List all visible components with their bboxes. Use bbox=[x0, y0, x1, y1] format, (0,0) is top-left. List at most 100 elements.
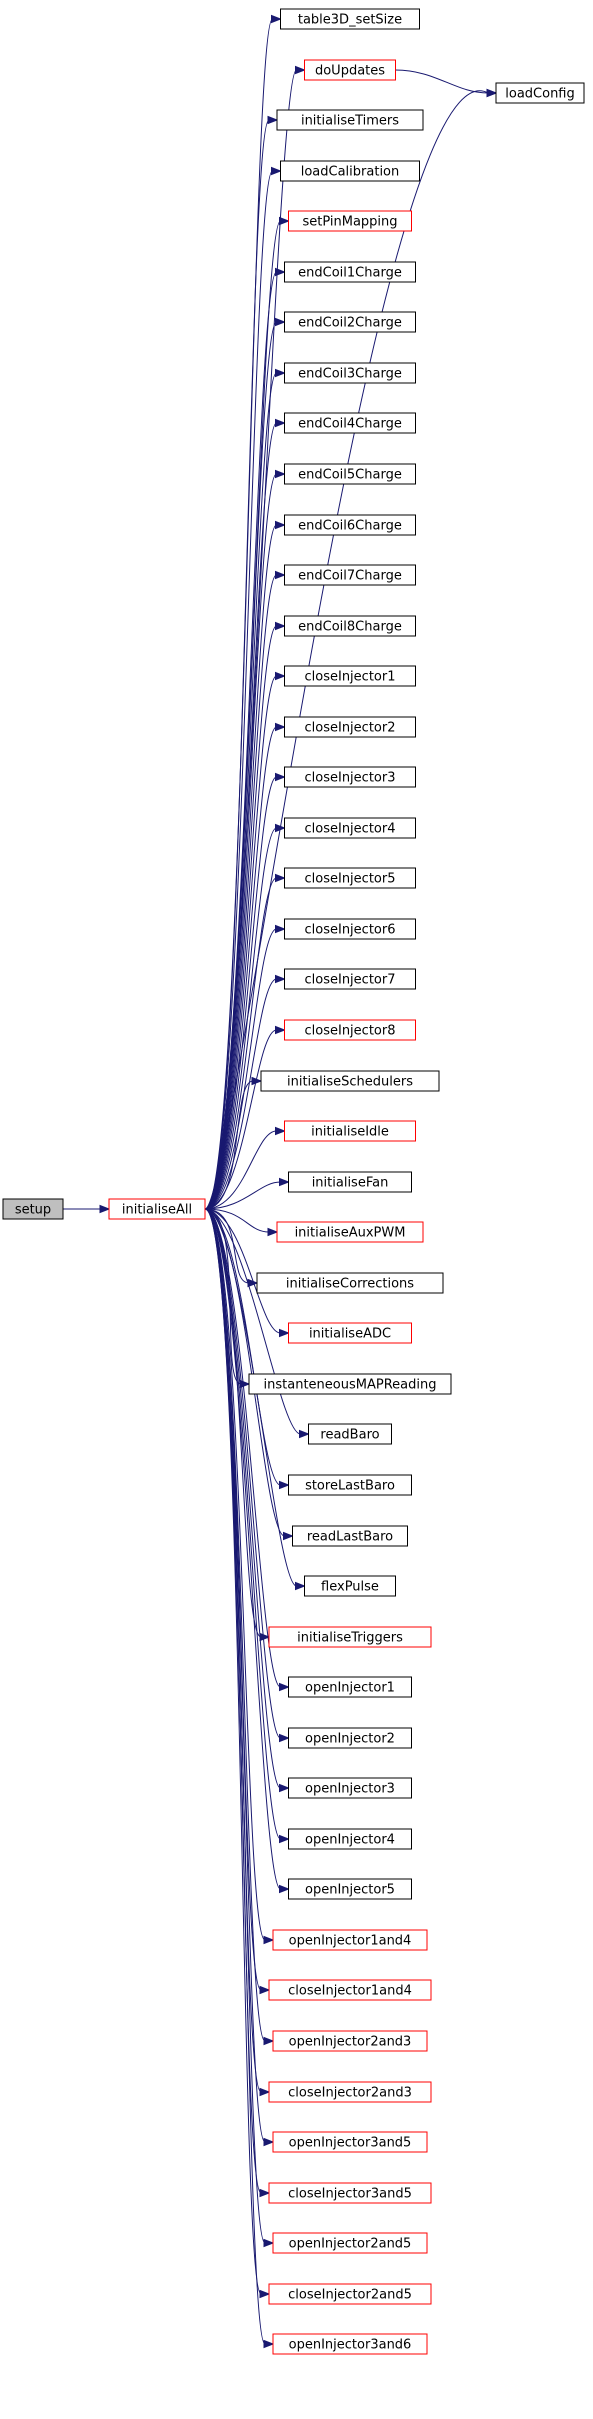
node-initialiseIdle[interactable]: initialiseIdle bbox=[284, 1120, 416, 1142]
node-initialiseCorrections[interactable]: initialiseCorrections bbox=[256, 1272, 444, 1294]
edge-initialiseAll-to-openInjector3 bbox=[204, 1208, 290, 1793]
node-initialiseFan[interactable]: initialiseFan bbox=[288, 1171, 412, 1193]
node-box-table3D_setSize bbox=[280, 8, 420, 30]
node-box-closeInjector2and3 bbox=[268, 2081, 432, 2103]
node-openInjector4[interactable]: openInjector4 bbox=[288, 1828, 412, 1850]
node-label-closeInjector5: closeInjector5 bbox=[305, 872, 396, 887]
node-setPinMapping[interactable]: setPinMapping bbox=[288, 210, 412, 232]
node-label-openInjector2and5: openInjector2and5 bbox=[289, 2237, 412, 2252]
node-box-openInjector2 bbox=[288, 1727, 412, 1749]
node-closeInjector1[interactable]: closeInjector1 bbox=[284, 665, 416, 687]
node-closeInjector3and5[interactable]: closeInjector3and5 bbox=[268, 2182, 432, 2204]
edge-initialiseAll-to-openInjector4 bbox=[204, 1208, 290, 1844]
edge-initialiseAll-to-closeInjector8 bbox=[204, 1025, 286, 1210]
node-instanteneousMAPReading[interactable]: instanteneousMAPReading bbox=[248, 1373, 452, 1395]
node-closeInjector2and5[interactable]: closeInjector2and5 bbox=[268, 2283, 432, 2305]
node-box-openInjector2and3 bbox=[272, 2030, 428, 2052]
node-flexPulse[interactable]: flexPulse bbox=[304, 1575, 396, 1597]
edge-initialiseAll-to-closeInjector3 bbox=[204, 772, 286, 1210]
node-label-closeInjector6: closeInjector6 bbox=[305, 923, 396, 938]
edge-initialiseAll-to-closeInjector4 bbox=[204, 823, 286, 1210]
node-label-closeInjector1: closeInjector1 bbox=[305, 670, 396, 685]
node-closeInjector2and3[interactable]: closeInjector2and3 bbox=[268, 2081, 432, 2103]
node-label-setup: setup bbox=[15, 1203, 51, 1218]
node-label-endCoil8Charge: endCoil8Charge bbox=[298, 620, 402, 635]
node-initialiseADC[interactable]: initialiseADC bbox=[288, 1322, 412, 1344]
node-endCoil2Charge[interactable]: endCoil2Charge bbox=[284, 311, 416, 333]
node-openInjector3and6[interactable]: openInjector3and6 bbox=[272, 2333, 428, 2355]
edge-initialiseAll-to-initialiseIdle bbox=[204, 1126, 286, 1210]
node-setup[interactable]: setup bbox=[2, 1198, 64, 1220]
node-box-endCoil7Charge bbox=[284, 564, 416, 586]
node-box-setPinMapping bbox=[288, 210, 412, 232]
node-box-closeInjector4 bbox=[284, 817, 416, 839]
node-endCoil8Charge[interactable]: endCoil8Charge bbox=[284, 615, 416, 637]
node-closeInjector8[interactable]: closeInjector8 bbox=[284, 1019, 416, 1041]
node-initialiseTriggers[interactable]: initialiseTriggers bbox=[268, 1626, 432, 1648]
node-label-setPinMapping: setPinMapping bbox=[302, 215, 397, 230]
node-label-loadConfig: loadConfig bbox=[505, 87, 575, 102]
node-openInjector1[interactable]: openInjector1 bbox=[288, 1676, 412, 1698]
node-label-flexPulse: flexPulse bbox=[321, 1580, 379, 1595]
node-openInjector5[interactable]: openInjector5 bbox=[288, 1878, 412, 1900]
edge-initialiseAll-to-storeLastBaro bbox=[204, 1208, 290, 1490]
node-endCoil1Charge[interactable]: endCoil1Charge bbox=[284, 261, 416, 283]
node-endCoil3Charge[interactable]: endCoil3Charge bbox=[284, 362, 416, 384]
node-doUpdates[interactable]: doUpdates bbox=[304, 59, 396, 81]
node-closeInjector3[interactable]: closeInjector3 bbox=[284, 766, 416, 788]
node-endCoil7Charge[interactable]: endCoil7Charge bbox=[284, 564, 416, 586]
edge-initialiseAll-to-openInjector1 bbox=[204, 1208, 290, 1692]
node-initialiseAll[interactable]: initialiseAll bbox=[108, 1198, 206, 1220]
node-box-storeLastBaro bbox=[288, 1474, 412, 1496]
node-box-endCoil6Charge bbox=[284, 514, 416, 536]
edge-initialiseAll-to-closeInjector7 bbox=[204, 974, 286, 1210]
edge-initialiseAll-to-openInjector5 bbox=[204, 1208, 290, 1894]
node-box-initialiseFan bbox=[288, 1171, 412, 1193]
node-box-initialiseTriggers bbox=[268, 1626, 432, 1648]
node-box-openInjector3 bbox=[288, 1777, 412, 1799]
edge-initialiseAll-to-setPinMapping bbox=[204, 216, 290, 1210]
node-closeInjector7[interactable]: closeInjector7 bbox=[284, 968, 416, 990]
node-openInjector2and3[interactable]: openInjector2and3 bbox=[272, 2030, 428, 2052]
node-label-openInjector2: openInjector2 bbox=[305, 1732, 395, 1747]
node-closeInjector6[interactable]: closeInjector6 bbox=[284, 918, 416, 940]
node-endCoil4Charge[interactable]: endCoil4Charge bbox=[284, 412, 416, 434]
node-loadCalibration[interactable]: loadCalibration bbox=[280, 160, 420, 182]
node-box-closeInjector8 bbox=[284, 1019, 416, 1041]
node-table3D_setSize[interactable]: table3D_setSize bbox=[280, 8, 420, 30]
edge-initialiseAll-to-openInjector3and6 bbox=[204, 1208, 275, 2349]
node-label-openInjector5: openInjector5 bbox=[305, 1883, 395, 1898]
node-readBaro[interactable]: readBaro bbox=[308, 1423, 392, 1445]
node-closeInjector1and4[interactable]: closeInjector1and4 bbox=[268, 1979, 432, 2001]
node-label-endCoil5Charge: endCoil5Charge bbox=[298, 468, 402, 483]
node-label-openInjector3and6: openInjector3and6 bbox=[289, 2338, 412, 2353]
node-label-openInjector3: openInjector3 bbox=[305, 1782, 395, 1797]
edge-initialiseAll-to-closeInjector5 bbox=[204, 873, 286, 1210]
edge-initialiseAll-to-initialiseTimers bbox=[204, 115, 279, 1210]
node-storeLastBaro[interactable]: storeLastBaro bbox=[288, 1474, 412, 1496]
node-box-openInjector2and5 bbox=[272, 2232, 428, 2254]
node-box-initialiseAll bbox=[108, 1198, 206, 1220]
node-label-initialiseFan: initialiseFan bbox=[312, 1176, 389, 1191]
node-endCoil6Charge[interactable]: endCoil6Charge bbox=[284, 514, 416, 536]
node-closeInjector5[interactable]: closeInjector5 bbox=[284, 867, 416, 889]
node-openInjector3[interactable]: openInjector3 bbox=[288, 1777, 412, 1799]
node-label-initialiseTimers: initialiseTimers bbox=[301, 114, 399, 129]
node-openInjector1and4[interactable]: openInjector1and4 bbox=[272, 1929, 428, 1951]
node-endCoil5Charge[interactable]: endCoil5Charge bbox=[284, 463, 416, 485]
node-label-closeInjector8: closeInjector8 bbox=[305, 1024, 396, 1039]
node-openInjector2[interactable]: openInjector2 bbox=[288, 1727, 412, 1749]
edge-initialiseAll-to-endCoil3Charge bbox=[204, 368, 286, 1210]
node-openInjector3and5[interactable]: openInjector3and5 bbox=[272, 2131, 428, 2153]
node-initialiseTimers[interactable]: initialiseTimers bbox=[276, 109, 424, 131]
node-initialiseSchedulers[interactable]: initialiseSchedulers bbox=[260, 1070, 440, 1092]
node-closeInjector4[interactable]: closeInjector4 bbox=[284, 817, 416, 839]
node-initialiseAuxPWM[interactable]: initialiseAuxPWM bbox=[276, 1221, 424, 1243]
node-readLastBaro[interactable]: readLastBaro bbox=[292, 1525, 408, 1547]
edge-initialiseAll-to-closeInjector2 bbox=[204, 722, 286, 1210]
node-closeInjector2[interactable]: closeInjector2 bbox=[284, 716, 416, 738]
node-openInjector2and5[interactable]: openInjector2and5 bbox=[272, 2232, 428, 2254]
edge-initialiseAll-to-openInjector2and3 bbox=[204, 1208, 275, 2046]
node-label-closeInjector3: closeInjector3 bbox=[305, 771, 396, 786]
node-loadConfig[interactable]: loadConfig bbox=[495, 82, 585, 104]
